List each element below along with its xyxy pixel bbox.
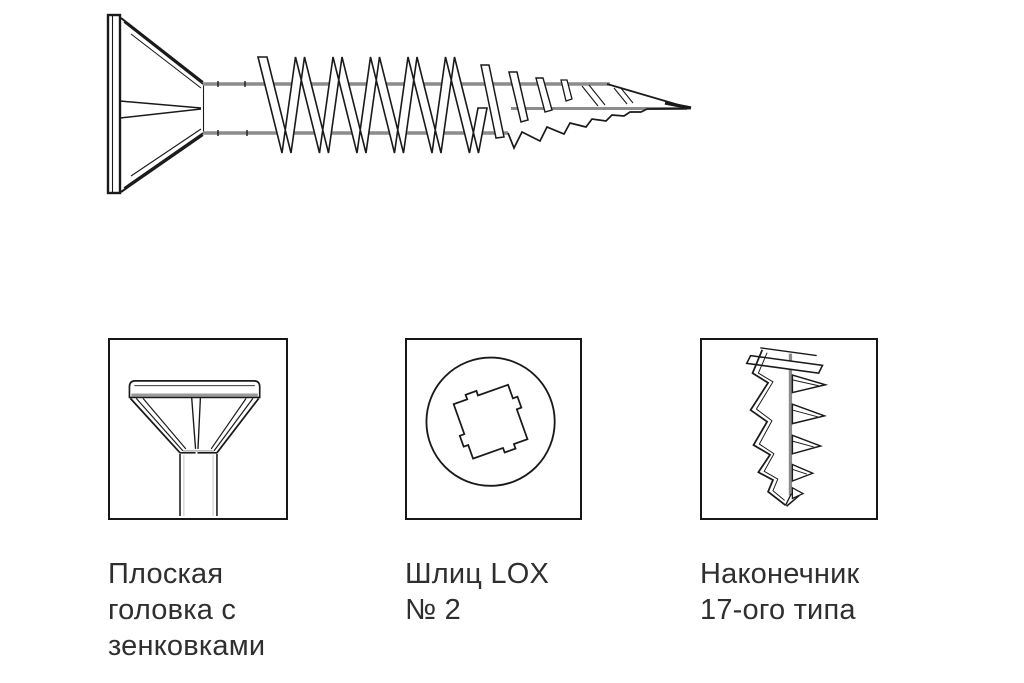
label-type17-point: Наконечник 17-ого типа (700, 556, 859, 628)
label-line: Шлиц LOX (405, 558, 549, 590)
feature-box-type17-point (700, 338, 878, 520)
label-lox-drive: Шлиц LOX № 2 (405, 556, 549, 628)
feature-box-lox-drive (405, 338, 582, 520)
screw-side-view-drawing (106, 13, 692, 195)
label-line: зенковками (108, 630, 266, 662)
label-line: № 2 (405, 594, 461, 626)
label-line: 17-ого типа (700, 594, 856, 626)
label-line: головка с (108, 594, 237, 626)
lox-drive-no2-icon (425, 356, 556, 487)
label-flat-head: Плоская головка с зенковками (108, 556, 265, 664)
label-line: Наконечник (700, 558, 860, 590)
flat-countersunk-head-icon (128, 380, 261, 516)
type17-point-icon (745, 347, 829, 507)
feature-box-flat-head (108, 338, 288, 520)
label-line: Плоская (108, 558, 224, 590)
